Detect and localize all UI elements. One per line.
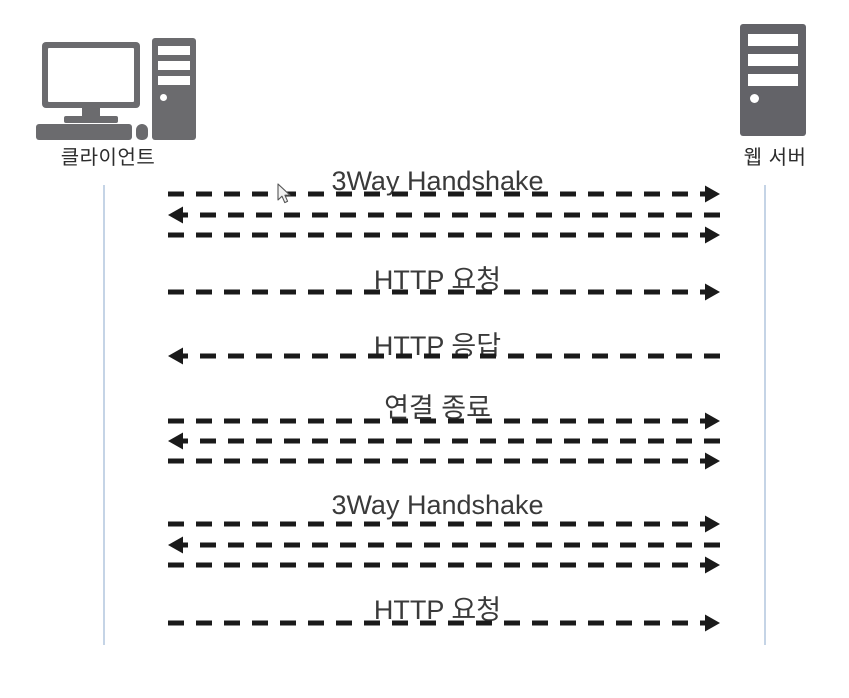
message-label: 3Way Handshake <box>0 492 849 519</box>
message-label-text: 3Way Handshake <box>331 166 544 196</box>
message-label-text: HTTP 요청 <box>373 265 502 295</box>
arrow-http-response-1 <box>168 347 720 365</box>
actor-client-label: 클라이언트 <box>60 147 156 169</box>
message-label: 3Way Handshake <box>0 168 849 195</box>
arrow-syn-ack-2 <box>168 536 720 554</box>
pc-power-led-icon <box>160 94 167 101</box>
message-label-text: HTTP 요청 <box>373 595 502 625</box>
monitor-neck <box>82 108 100 118</box>
arrow-last-ack <box>168 452 720 470</box>
arrow-http-request-1 <box>168 283 720 301</box>
message-label: HTTP 요청 <box>0 597 849 624</box>
arrow-ack-2 <box>168 556 720 574</box>
desktop-computer-icon <box>18 36 198 140</box>
server-drive-bay-3 <box>748 74 798 86</box>
arrow-syn-ack <box>168 206 720 224</box>
lifeline-client <box>103 185 105 645</box>
actor-server-label: 웹 서버 <box>743 147 807 169</box>
monitor-screen <box>48 48 134 102</box>
pc-drive-bay-1 <box>158 46 190 55</box>
server-drive-bay-1 <box>748 34 798 46</box>
message-label-text: 연결 종료 <box>384 393 491 423</box>
message-label: HTTP 요청 <box>0 267 849 294</box>
arrow-syn-2 <box>168 515 720 533</box>
server-drive-bay-2 <box>748 54 798 66</box>
arrow-fin <box>168 412 720 430</box>
arrow-syn <box>168 185 720 203</box>
message-label-text: 3Way Handshake <box>331 490 544 520</box>
arrow-http-request-2 <box>168 614 720 632</box>
keyboard-icon <box>36 124 132 140</box>
lifeline-server <box>764 185 766 645</box>
mouse-icon <box>136 124 148 140</box>
pc-drive-bay-3 <box>158 76 190 85</box>
arrow-ack <box>168 226 720 244</box>
monitor-stand <box>64 116 118 123</box>
actor-server: 웹 서버 <box>700 22 849 168</box>
actor-client: 클라이언트 <box>18 36 198 168</box>
pc-drive-bay-2 <box>158 61 190 70</box>
server-tower-icon <box>700 22 849 140</box>
pc-tower <box>152 38 196 140</box>
server-power-led-icon <box>750 94 759 103</box>
message-label: 연결 종료 <box>0 395 849 422</box>
arrow-fin-ack <box>168 432 720 450</box>
